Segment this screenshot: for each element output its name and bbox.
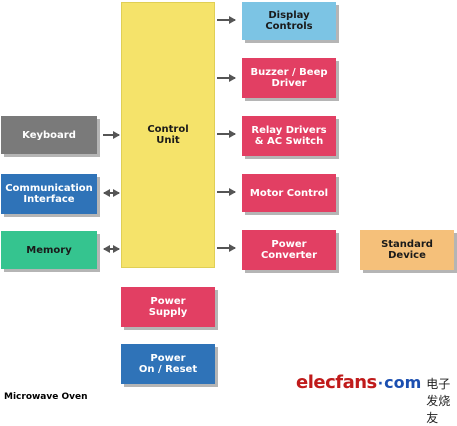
watermark-dot: ·: [377, 376, 384, 392]
watermark-brand: elecfans: [296, 372, 377, 393]
power-reset-block: Power On / Reset: [121, 344, 215, 384]
communication-interface-block: Communication Interface: [1, 174, 97, 214]
standard-device-label: Standard Device: [381, 239, 433, 261]
display-controls-block: Display Controls: [242, 2, 336, 40]
keyboard-block: Keyboard: [1, 116, 97, 154]
relay-drivers-block: Relay Drivers & AC Switch: [242, 116, 336, 156]
power-converter-label: Power Converter: [260, 239, 318, 261]
site-watermark: elecfans · com 电子发烧友: [296, 372, 454, 425]
memory-block: Memory: [1, 231, 97, 269]
motor-control-label: Motor Control: [249, 187, 329, 199]
connector-layer: [103, 16, 236, 253]
communication-interface-label: Communication Interface: [5, 183, 93, 205]
memory-label: Memory: [26, 244, 72, 256]
power-reset-label: Power On / Reset: [138, 353, 198, 375]
watermark-domain: com: [384, 373, 422, 392]
control-unit-block: Control Unit: [121, 2, 215, 268]
buzzer-driver-block: Buzzer / Beep Driver: [242, 58, 336, 98]
relay-drivers-label: Relay Drivers & AC Switch: [251, 125, 327, 147]
keyboard-label: Keyboard: [22, 129, 76, 141]
power-supply-label: Power Supply: [148, 296, 188, 318]
power-converter-block: Power Converter: [242, 230, 336, 270]
diagram-caption: Microwave Oven: [4, 392, 88, 402]
power-supply-block: Power Supply: [121, 287, 215, 327]
buzzer-driver-label: Buzzer / Beep Driver: [250, 67, 328, 89]
standard-device-block: Standard Device: [360, 230, 454, 270]
motor-control-block: Motor Control: [242, 174, 336, 212]
control-unit-label: Control Unit: [147, 124, 189, 146]
watermark-chinese: 电子发烧友: [426, 377, 451, 425]
display-controls-label: Display Controls: [265, 10, 313, 32]
